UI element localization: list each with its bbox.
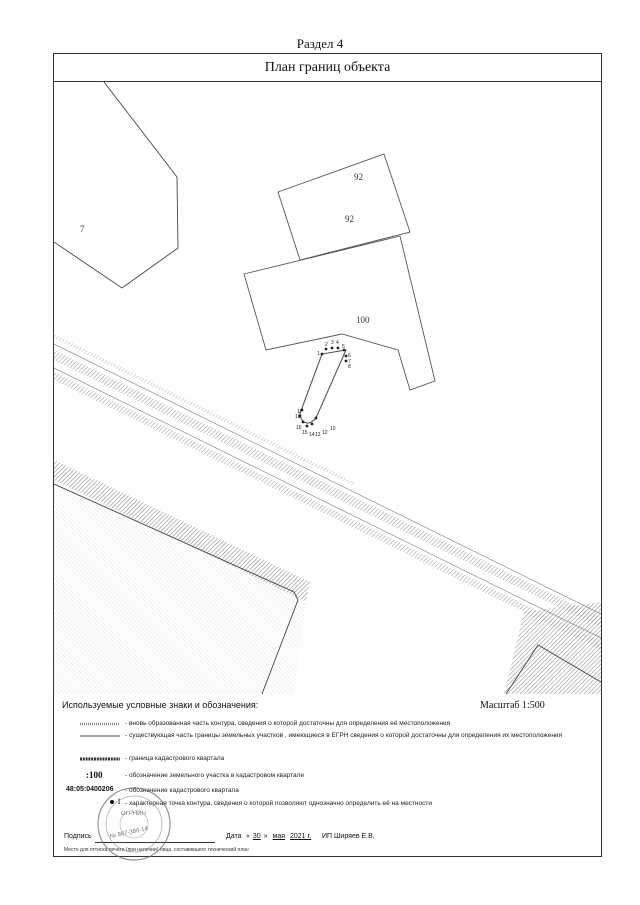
point-5: 5 (342, 344, 345, 350)
legend-item-new-contour: - вновь образованная часть контура, свед… (125, 720, 451, 727)
point-15: 15 (302, 430, 308, 436)
lower-right-parcel-boundary (505, 644, 601, 694)
lower-parcel-boundary (54, 483, 299, 694)
point-14: 14 (309, 432, 315, 438)
scale-label: Масштаб 1:500 (480, 700, 545, 711)
signature-label: Подпись (64, 833, 92, 840)
svg-text:ОГРНИП: ОГРНИП (121, 811, 146, 817)
legend-item-point: - характерная точка контура, сведения о … (125, 800, 432, 807)
legend-item-quarter-boundary: - граница кадастрового квартала (125, 755, 225, 762)
boundary-plan-map: 7 92 92 100 1 2 3 4 5 6 7 8 10 12 13 14 … (54, 82, 601, 694)
point-dot-icon (110, 800, 114, 805)
new-contour-symbol (80, 722, 120, 726)
legend-heading: Используемые условные знаки и обозначени… (62, 700, 259, 710)
parcel-label-7: 7 (80, 224, 85, 234)
point-4: 4 (336, 340, 339, 346)
footnote: Место для оттиска печати (при наличии) л… (64, 847, 249, 853)
legend-item-quarter-designation: - обозначение кадастрового квартала (125, 787, 239, 794)
point-12: 12 (322, 430, 328, 436)
point-2: 2 (325, 342, 328, 348)
quarter-designation-symbol: 48:05:0400206 (66, 786, 114, 793)
point-7: 7 (348, 359, 351, 365)
date-value: «30» мая 2021 г. (246, 833, 312, 840)
point-8: 8 (348, 364, 351, 370)
parcel-100-boundary (243, 235, 436, 391)
parcel-designation-symbol: :100 (86, 770, 103, 780)
point-6: 6 (348, 353, 351, 359)
point-10: 10 (330, 426, 336, 432)
point-16: 16 (296, 425, 302, 431)
company-stamp: ОГРНИП № 867-380-14 (97, 787, 171, 861)
svg-text:№ 867-380-14: № 867-380-14 (109, 825, 149, 840)
date-label: Дата (226, 833, 242, 840)
point-13: 13 (315, 432, 321, 438)
legend-item-parcel-designation: - обозначение земельного участка в кадас… (125, 772, 305, 779)
parcel-label-100: 100 (356, 315, 370, 325)
point-3: 3 (331, 340, 334, 346)
object-contour (298, 346, 348, 428)
signer-name: ИП Ширяев Е.В. (322, 833, 375, 840)
parcel-label-92b: 92 (345, 214, 354, 224)
point-17: 17 (297, 409, 303, 415)
legend-item-existing-boundary: - существующая часть границы земельных у… (125, 732, 563, 739)
plan-title: План границ объекта (53, 53, 602, 82)
point-18: 18 (295, 414, 301, 420)
road-hatching (54, 334, 601, 694)
section-label: Раздел 4 (296, 36, 344, 51)
point-1: 1 (317, 351, 320, 357)
quarter-boundary-symbol (80, 757, 120, 761)
parcel-label-92a: 92 (354, 172, 363, 182)
existing-boundary-symbol (80, 735, 120, 737)
point-symbol: 1 (110, 797, 121, 806)
parcel-7-boundary (54, 82, 179, 289)
parcel-92-boundary (277, 153, 411, 261)
